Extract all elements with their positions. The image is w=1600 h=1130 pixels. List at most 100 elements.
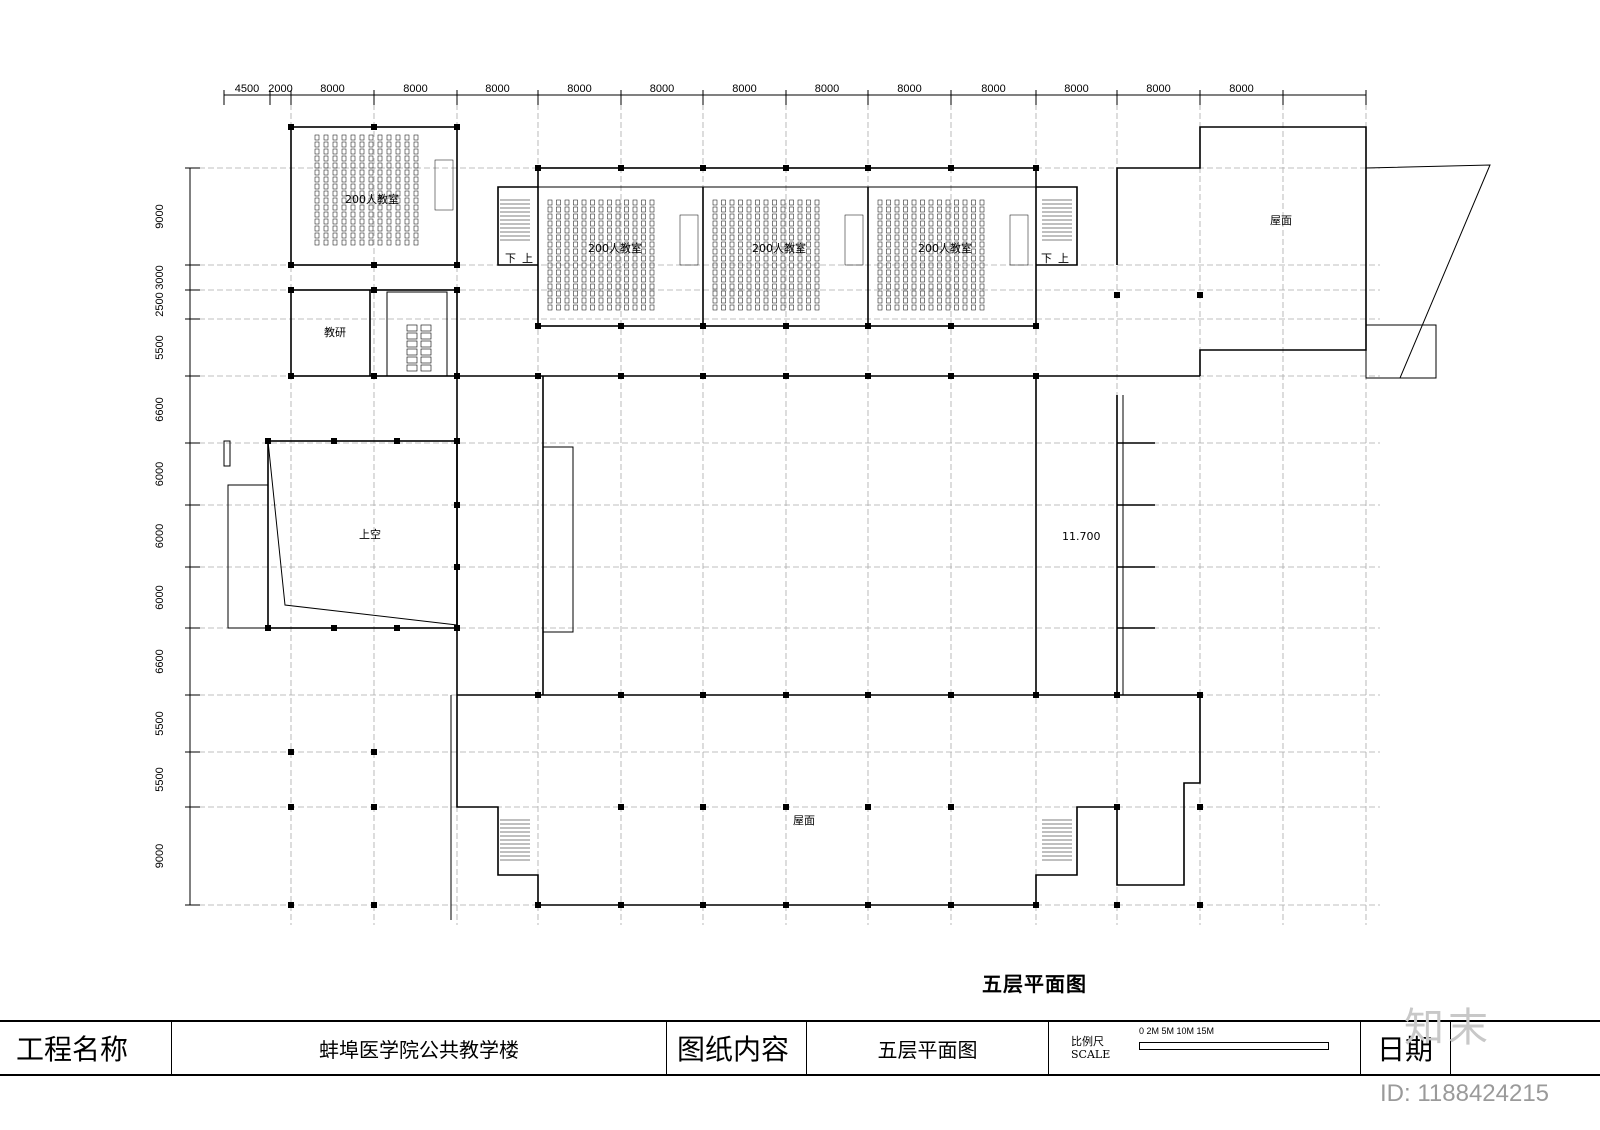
seat	[738, 227, 743, 234]
seat	[814, 241, 820, 248]
elevation-mark: 11.700	[1062, 530, 1101, 543]
date-label: 日期	[1361, 1022, 1451, 1074]
seat	[814, 290, 820, 297]
seat	[937, 199, 942, 206]
seat	[712, 255, 718, 262]
seat	[314, 218, 320, 225]
dimension-lines	[185, 90, 1367, 906]
seat	[615, 248, 621, 255]
seat	[797, 304, 803, 311]
seat	[314, 211, 320, 218]
seat	[341, 225, 347, 232]
seat	[359, 211, 365, 218]
seat	[886, 269, 891, 276]
seat	[911, 234, 917, 241]
seat	[341, 204, 347, 211]
seat	[755, 269, 760, 276]
seat	[332, 197, 338, 204]
seat	[903, 248, 908, 255]
seat	[314, 183, 320, 190]
seat	[772, 227, 777, 234]
seat	[377, 148, 383, 155]
seat	[641, 276, 646, 283]
seat	[368, 134, 374, 141]
seat	[937, 290, 942, 297]
project-name: 蚌埠医学院公共教学楼	[172, 1022, 667, 1074]
seat	[903, 283, 908, 290]
seat	[979, 304, 985, 311]
building-walls	[223, 126, 1491, 920]
column	[700, 804, 706, 810]
seat	[641, 248, 646, 255]
seat	[789, 269, 794, 276]
seat	[877, 220, 883, 227]
seat	[323, 148, 329, 155]
seat	[386, 155, 392, 162]
seat	[598, 199, 604, 206]
seat	[920, 269, 925, 276]
seat	[979, 283, 985, 290]
seat	[877, 227, 883, 234]
seat	[772, 276, 777, 283]
seat	[903, 297, 908, 304]
seat	[712, 304, 718, 311]
seat	[413, 232, 419, 239]
seat	[721, 220, 726, 227]
seat	[738, 283, 743, 290]
seat	[721, 283, 726, 290]
seat	[359, 239, 365, 246]
seat	[789, 227, 794, 234]
seat	[877, 199, 883, 206]
left-dimension-text: 9000300025005500660060006000600066005500…	[154, 204, 166, 868]
seat	[763, 297, 769, 304]
seat	[341, 190, 347, 197]
seat	[877, 248, 883, 255]
seat	[814, 199, 820, 206]
seat	[332, 218, 338, 225]
seat	[598, 276, 604, 283]
column	[865, 323, 871, 329]
seat	[789, 276, 794, 283]
seat	[350, 204, 356, 211]
seat	[368, 176, 374, 183]
seat	[789, 248, 794, 255]
seat	[368, 239, 374, 246]
seat	[814, 234, 820, 241]
seat	[729, 234, 735, 241]
seat	[712, 206, 718, 213]
column	[1033, 323, 1039, 329]
seat	[547, 206, 553, 213]
seat	[928, 304, 934, 311]
seat	[404, 204, 410, 211]
seat	[937, 248, 942, 255]
seat	[624, 276, 629, 283]
seat	[581, 297, 587, 304]
seat	[332, 239, 338, 246]
seat	[738, 262, 743, 269]
floor-plan: 200人教室 200人教室 200人教室 200人教室 教研 上空 屋面 屋面 …	[154, 83, 1491, 925]
seat	[649, 255, 655, 262]
seat	[598, 227, 604, 234]
seat	[332, 232, 338, 239]
seat	[911, 248, 917, 255]
seat	[590, 227, 595, 234]
seat	[377, 204, 383, 211]
seat	[323, 204, 329, 211]
column	[288, 749, 294, 755]
seat	[341, 232, 347, 239]
stage	[844, 214, 864, 266]
seat	[386, 197, 392, 204]
seat	[928, 276, 934, 283]
seat	[780, 227, 786, 234]
seat	[377, 141, 383, 148]
seat	[780, 304, 786, 311]
seat	[649, 276, 655, 283]
seat	[755, 248, 760, 255]
seat	[368, 232, 374, 239]
seat	[928, 206, 934, 213]
seat	[903, 276, 908, 283]
seat	[359, 225, 365, 232]
seat	[797, 276, 803, 283]
seat	[903, 304, 908, 311]
seat	[903, 234, 908, 241]
